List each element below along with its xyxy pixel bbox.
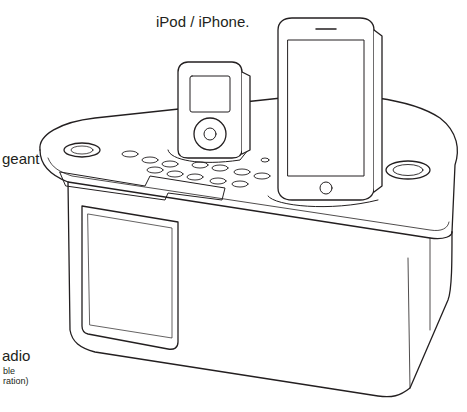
front-face (68, 182, 452, 397)
iphone-home-button (320, 182, 332, 194)
rim-line (48, 158, 449, 231)
label-text: iPod / iPhone. (156, 14, 249, 29)
top-panel (60, 172, 225, 200)
front-corner (408, 258, 410, 388)
iphone-speaker (316, 28, 336, 30)
ipod-screen (190, 76, 230, 112)
iphone-screen (288, 40, 364, 176)
iphone-side (374, 30, 382, 192)
ipod-center-button (204, 128, 216, 140)
body-front-edge (40, 150, 452, 239)
ipod-clickwheel (194, 118, 226, 150)
display-window (82, 206, 178, 349)
ipod-side (242, 72, 250, 154)
display-inner (88, 214, 172, 338)
label-text: adio (2, 348, 30, 363)
ipod-body (178, 62, 242, 158)
label-text: ration) (3, 377, 29, 386)
label-text: geant (2, 151, 40, 166)
left-control (64, 143, 100, 157)
left-control-inner (71, 146, 93, 154)
iphone-body (278, 18, 374, 200)
volume-ring-inner (393, 165, 423, 176)
volume-ring (386, 161, 430, 179)
side-line (430, 238, 431, 330)
label-text: ble (3, 367, 15, 376)
